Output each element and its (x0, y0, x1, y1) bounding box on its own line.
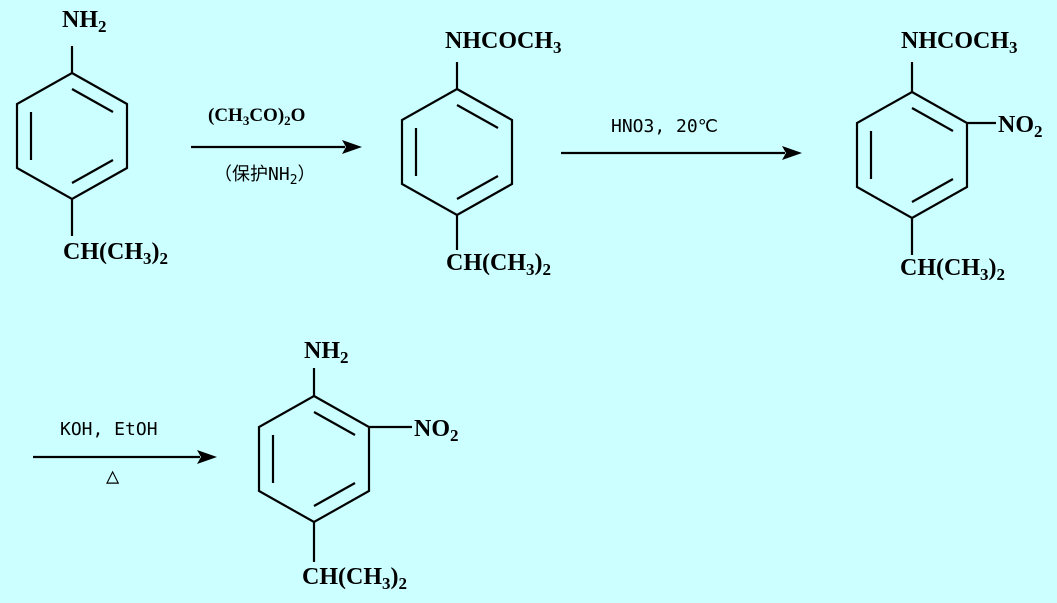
compound-3-ring (855, 62, 996, 255)
compound-3-isopropyl-group: CH(CH3)2 (900, 255, 1005, 284)
heat-symbol: △ (106, 464, 120, 489)
compound-2-isopropyl-group: CH(CH3)2 (446, 250, 551, 279)
compound-2-acetamido-group: NHCOCH3 (445, 28, 562, 57)
arrow-2-conditions: HNO3, 20℃ (611, 116, 718, 137)
compound-4-ring (257, 368, 412, 562)
reaction-arrows (33, 140, 802, 464)
compound-1-isopropyl-group: CH(CH3)2 (63, 239, 168, 268)
arrow-3-conditions: KOH, EtOH (60, 419, 158, 440)
compound-1-ring (15, 46, 129, 236)
compound-4-isopropyl-group: CH(CH3)2 (302, 564, 407, 593)
compound-4-nitro-group: NO2 (414, 416, 459, 445)
compound-3-acetamido-group: NHCOCH3 (901, 28, 1018, 57)
arrow-1-reagent: (CH3CO)2O (208, 105, 306, 128)
compound-1-amino-group: NH2 (62, 7, 107, 36)
compound-4-amino-group: NH2 (304, 338, 349, 367)
compound-2-ring (400, 62, 514, 250)
arrow-1-note: （保护NH2） (214, 164, 316, 188)
compound-3-nitro-group: NO2 (998, 112, 1043, 141)
